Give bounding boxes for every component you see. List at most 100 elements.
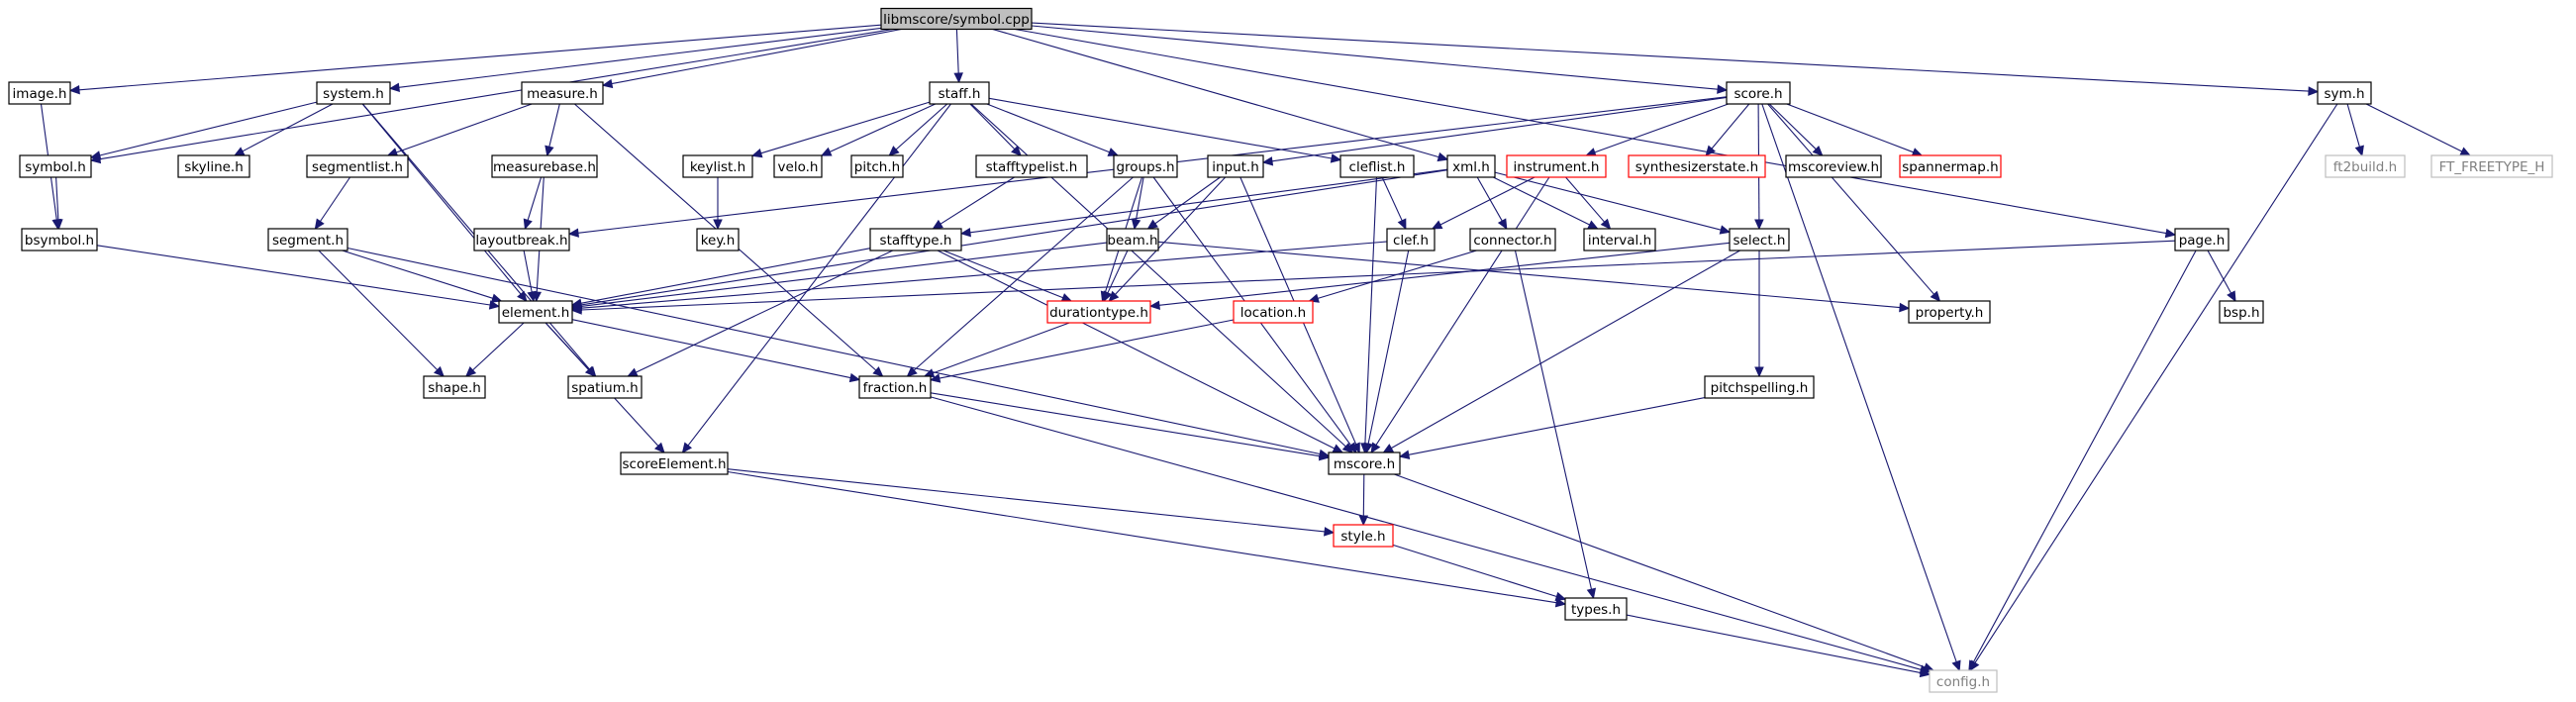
edge-line	[1158, 242, 1731, 306]
node-stafftype[interactable]: stafftype.h	[869, 228, 962, 251]
node-ft2build: ft2build.h	[2325, 154, 2406, 178]
node-skyline[interactable]: skyline.h	[177, 154, 250, 178]
node-synthesizerstate[interactable]: synthesizerstate.h	[1628, 154, 1766, 178]
node-box	[1506, 154, 1607, 178]
node-segmentlist[interactable]: segmentlist.h	[306, 154, 409, 178]
node-label: pitch.h	[854, 159, 900, 175]
node-spannermap[interactable]: spannermap.h	[1899, 154, 2002, 178]
edge-root-to-sym	[1031, 22, 2320, 96]
node-system[interactable]: system.h	[316, 81, 391, 105]
edge-measure-to-segmentlist	[386, 103, 533, 157]
node-clef[interactable]: clef.h	[1386, 228, 1436, 251]
edge-arrowhead	[888, 146, 900, 156]
node-durationtype[interactable]: durationtype.h	[1046, 300, 1151, 324]
node-interval[interactable]: interval.h	[1583, 228, 1656, 251]
edge-arrowhead	[570, 305, 582, 315]
node-mscore[interactable]: mscore.h	[1328, 451, 1401, 475]
edge-arrowhead	[388, 82, 400, 93]
edge-line	[580, 248, 871, 304]
node-beam[interactable]: beam.h	[1106, 228, 1159, 251]
node-box	[1929, 669, 1998, 693]
node-location[interactable]: location.h	[1233, 300, 1314, 324]
node-instrument[interactable]: instrument.h	[1506, 154, 1607, 178]
edge-segmentlist-to-segment	[314, 176, 351, 231]
node-velo[interactable]: velo.h	[773, 154, 823, 178]
node-score[interactable]: score.h	[1726, 81, 1791, 105]
edge-arrowhead	[1330, 153, 1342, 163]
node-stafftypelist[interactable]: stafftypelist.h	[975, 154, 1088, 178]
node-page[interactable]: page.h	[2174, 228, 2229, 251]
node-bsymbol[interactable]: bsymbol.h	[21, 228, 98, 251]
node-label: page.h	[2179, 233, 2226, 249]
node-symbol[interactable]: symbol.h	[19, 154, 92, 178]
edge-line	[78, 24, 882, 91]
edge-element-to-fraction	[571, 319, 861, 383]
node-label: bsymbol.h	[25, 233, 94, 249]
node-layoutbreak[interactable]: layoutbreak.h	[473, 228, 570, 251]
node-input[interactable]: input.h	[1207, 154, 1264, 178]
edge-arrowhead	[68, 84, 80, 95]
node-staff[interactable]: staff.h	[929, 81, 990, 105]
edge-arrowhead	[1554, 591, 1567, 601]
node-root[interactable]: libmscore/symbol.cpp	[880, 7, 1033, 31]
node-box	[869, 228, 962, 251]
node-keylist[interactable]: keylist.h	[682, 154, 753, 178]
node-groups[interactable]: groups.h	[1113, 154, 1178, 178]
edge-sym-to-ft2build	[2346, 103, 2364, 157]
node-property[interactable]: property.h	[1908, 300, 1991, 324]
edge-root-to-system	[388, 27, 882, 93]
edge-line	[1157, 241, 1901, 309]
node-image[interactable]: image.h	[8, 81, 71, 105]
node-box	[1729, 228, 1790, 251]
node-mscoreview[interactable]: mscoreview.h	[1785, 154, 1882, 178]
node-fraction[interactable]: fraction.h	[858, 375, 932, 399]
node-pitchspelling[interactable]: pitchspelling.h	[1704, 375, 1815, 399]
edge-staff-to-stafftypelist	[969, 103, 1022, 156]
edge-arrowhead	[2354, 145, 2364, 157]
node-segment[interactable]: segment.h	[267, 228, 348, 251]
edge-line	[1031, 22, 2310, 92]
node-box	[929, 81, 990, 105]
node-sym[interactable]: sym.h	[2317, 81, 2372, 105]
node-scoreElement[interactable]: scoreElement.h	[620, 451, 729, 475]
node-cleflist[interactable]: cleflist.h	[1339, 154, 1415, 178]
node-pitch[interactable]: pitch.h	[850, 154, 904, 178]
node-key[interactable]: key.h	[696, 228, 740, 251]
node-box	[1233, 300, 1314, 324]
node-shape[interactable]: shape.h	[423, 375, 486, 399]
node-select[interactable]: select.h	[1729, 228, 1790, 251]
edge-line	[1364, 176, 1378, 445]
node-measurebase[interactable]: measurebase.h	[491, 154, 598, 178]
node-label: config.h	[1936, 674, 1990, 690]
node-element[interactable]: element.h	[498, 300, 573, 324]
node-connector[interactable]: connector.h	[1469, 228, 1556, 251]
node-box	[2325, 154, 2406, 178]
node-label: location.h	[1240, 305, 1306, 321]
edge-system-to-symbol	[89, 101, 318, 160]
edge-arrowhead	[1146, 219, 1158, 230]
node-box	[423, 375, 486, 399]
edge-element-to-shape	[464, 322, 525, 377]
edge-staff-to-cleflist	[988, 97, 1342, 163]
edge-bsymbol-to-element	[96, 245, 501, 310]
node-bsp[interactable]: bsp.h	[2219, 300, 2264, 324]
edge-line	[829, 103, 937, 152]
edge-line	[2207, 250, 2232, 294]
edge-arrowhead	[433, 365, 445, 377]
edge-beam-to-durationtype	[1103, 250, 1129, 303]
node-label: segmentlist.h	[312, 159, 403, 175]
edge-clef-to-mscore	[1363, 250, 1410, 454]
node-box	[1899, 154, 2002, 178]
edge-score-to-config	[1761, 103, 1961, 672]
node-types[interactable]: types.h	[1564, 597, 1628, 621]
edge-stafftype-to-element	[570, 248, 871, 308]
node-box	[1339, 154, 1415, 178]
node-measure[interactable]: measure.h	[521, 81, 604, 105]
edge-xml-to-stafftype	[959, 168, 1448, 238]
node-spatium[interactable]: spatium.h	[567, 375, 643, 399]
node-xml[interactable]: xml.h	[1446, 154, 1496, 178]
node-style[interactable]: style.h	[1333, 524, 1394, 548]
edge-line	[1711, 103, 1750, 150]
node-box	[19, 154, 92, 178]
edge-arrowhead	[681, 442, 693, 453]
